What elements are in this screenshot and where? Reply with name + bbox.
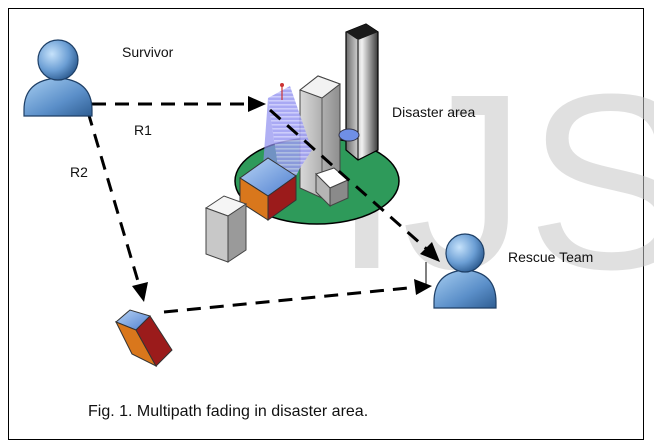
small-cube-icon — [315, 167, 349, 208]
building-icon — [298, 75, 342, 199]
path-r2-arrowhead — [132, 282, 148, 302]
tower-building-icon — [345, 23, 379, 161]
path-block-to-rescue-arrow — [163, 285, 419, 314]
path-reflect-arrow — [269, 108, 431, 254]
survivor-label: Survivor — [122, 44, 174, 60]
rescue-team-person-icon — [433, 233, 497, 309]
figure-caption: Fig. 1. Multipath fading in disaster are… — [88, 403, 369, 420]
small-marker-icon — [338, 128, 360, 142]
disaster-area-label: Disaster area — [392, 104, 476, 120]
path-r1-label: R1 — [134, 122, 152, 138]
path-r2-arrow — [86, 111, 142, 289]
rescue-team-label: Rescue Team — [508, 249, 594, 265]
survivor-person-icon — [23, 39, 93, 117]
path-block-arrowhead — [414, 279, 432, 295]
path-reflect-arrowhead — [420, 242, 440, 262]
path-r1-arrowhead — [248, 96, 266, 112]
path-r2-label: R2 — [70, 164, 88, 180]
reflector-block-2-icon — [114, 309, 173, 368]
reflector-block-icon — [239, 157, 297, 221]
small-building-icon — [204, 195, 248, 263]
antenna-icon — [280, 83, 284, 100]
